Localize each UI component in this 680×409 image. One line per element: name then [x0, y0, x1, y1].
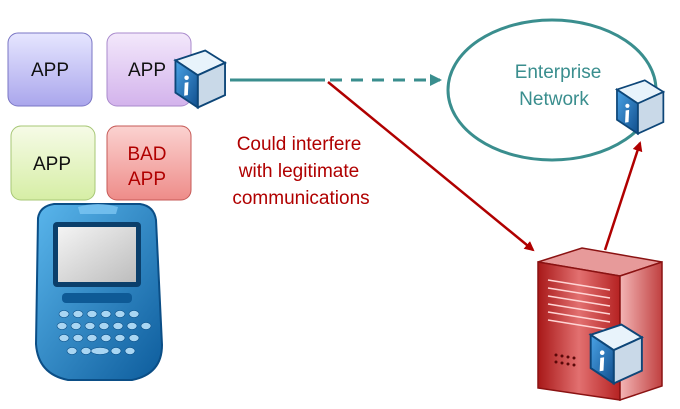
bad-app-label-line1: BAD — [127, 144, 166, 165]
interference-warning: Could interfere with legitimate communic… — [232, 134, 369, 209]
app-box-1: APP — [7, 32, 93, 107]
warning-line3: communications — [232, 188, 369, 209]
interference-path — [327, 81, 643, 252]
warning-line2: with legitimate — [238, 161, 359, 182]
smartphone-icon — [34, 203, 164, 381]
app-box-3: APP — [10, 125, 96, 201]
app-label: APP — [33, 154, 71, 175]
enterprise-label-line1: Enterprise — [515, 62, 602, 83]
bad-app-box: BAD APP — [106, 125, 192, 201]
warning-line1: Could interfere — [237, 134, 362, 155]
enterprise-label-line2: Network — [519, 89, 589, 110]
server-icon — [537, 247, 663, 402]
app-label: APP — [31, 60, 69, 81]
app-label: APP — [128, 60, 166, 81]
bad-app-label-line2: APP — [128, 169, 166, 190]
